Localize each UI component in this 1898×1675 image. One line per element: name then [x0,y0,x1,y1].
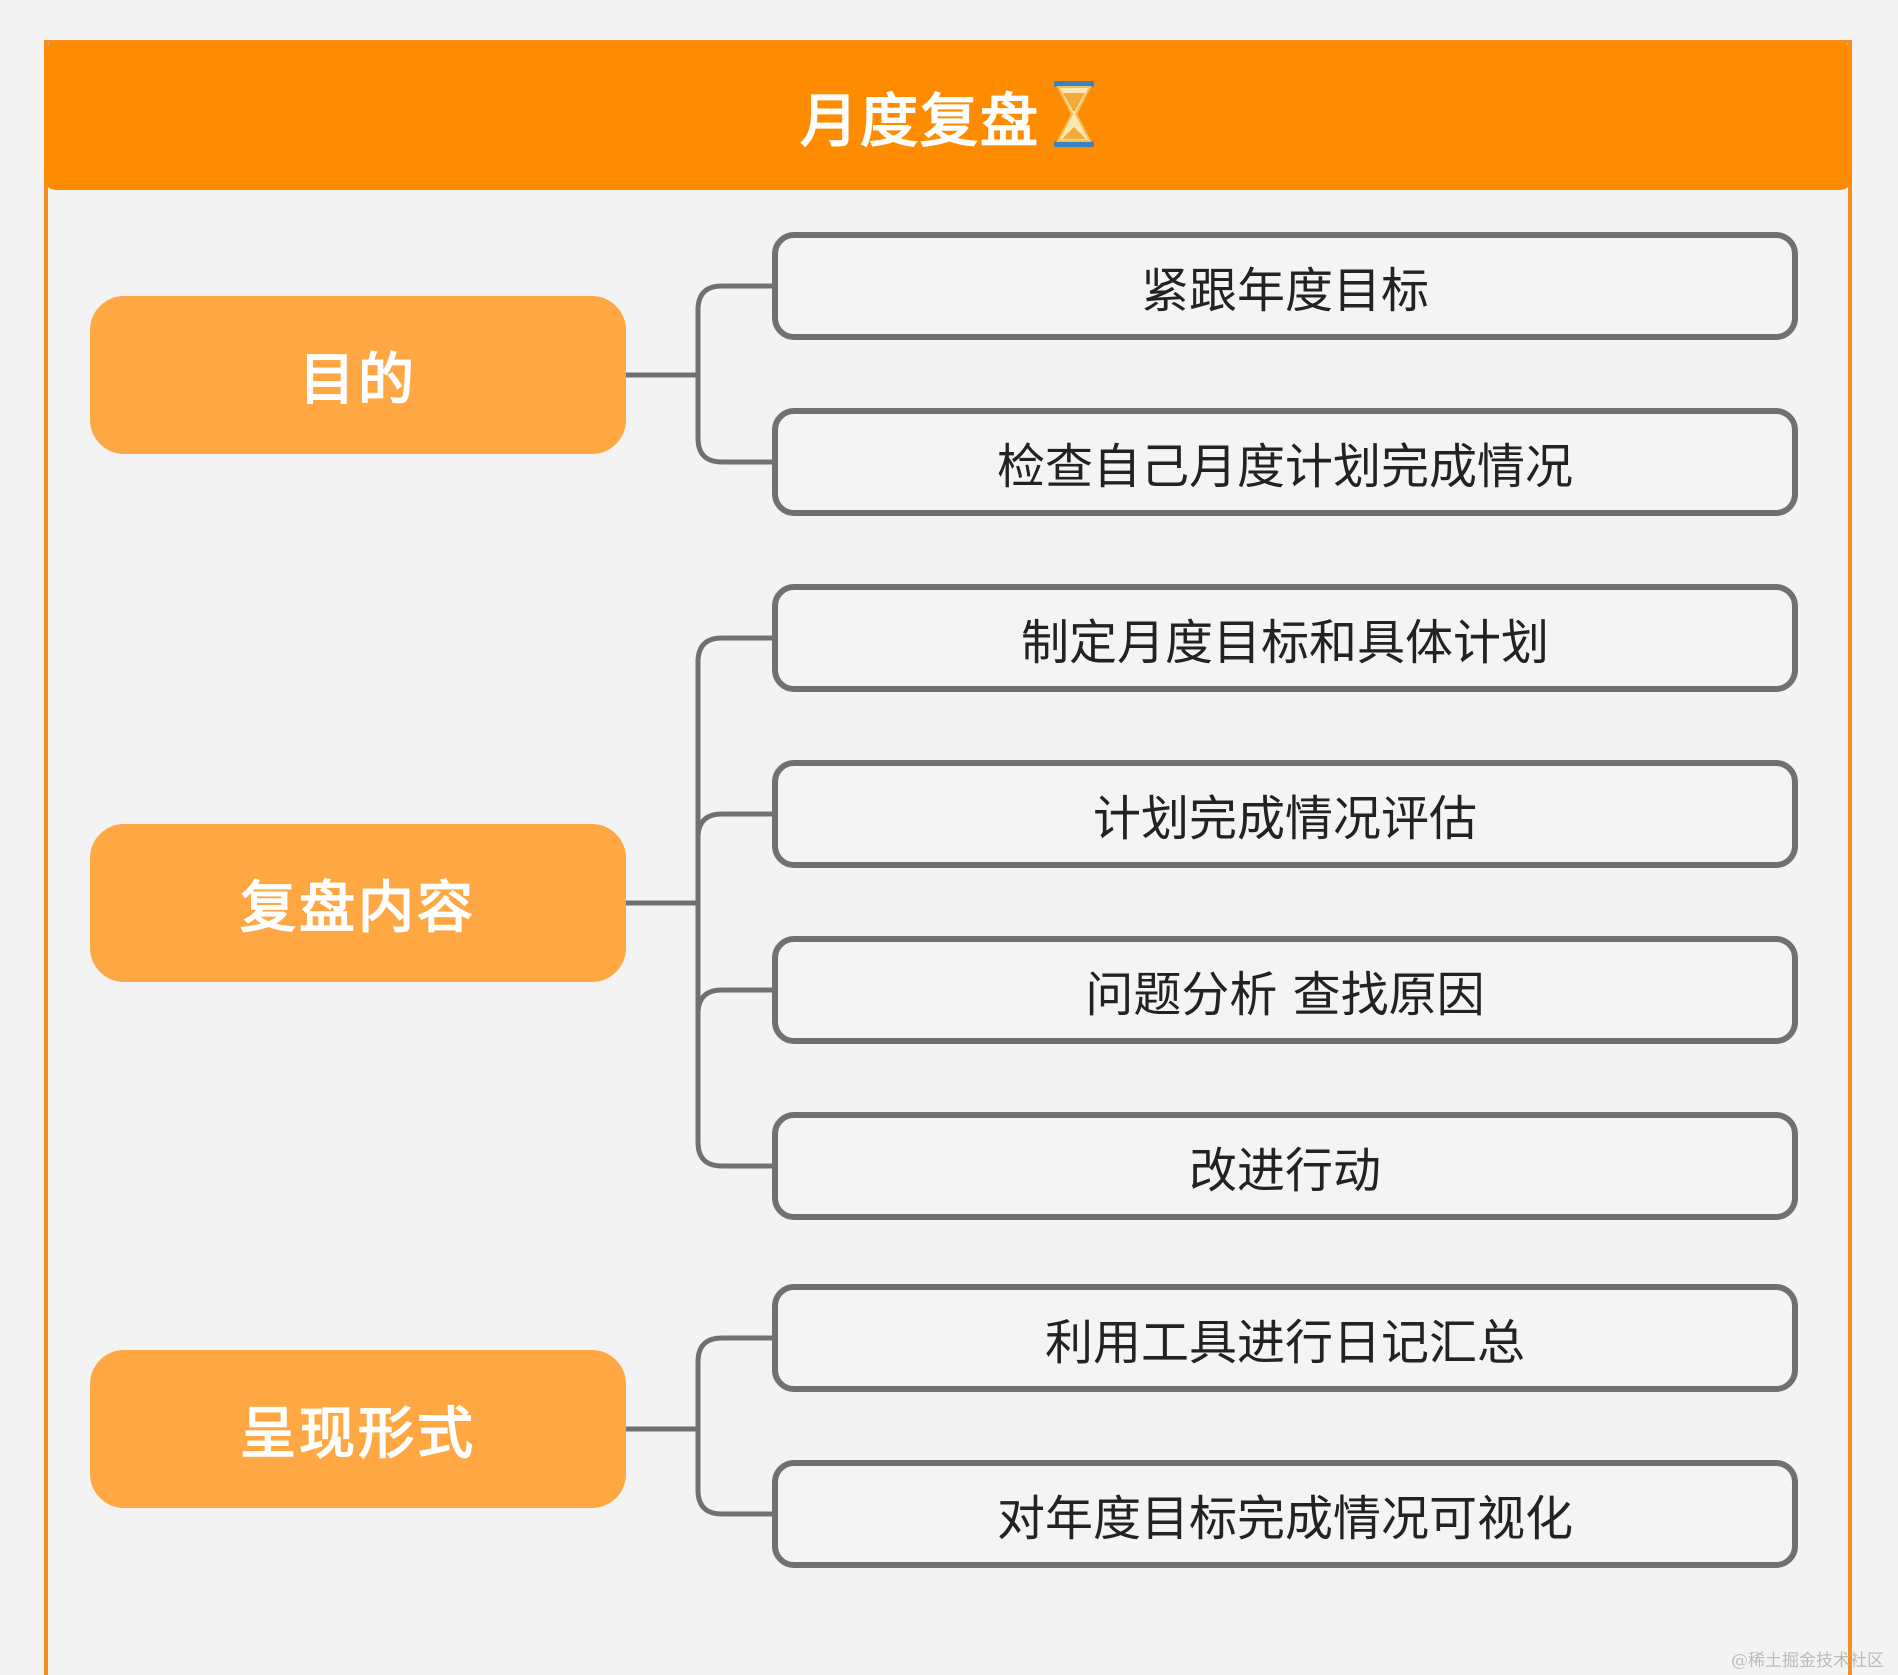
leaf-item: 利用工具进行日记汇总 [772,1284,1798,1392]
leaf-item: 问题分析 查找原因 [772,936,1798,1044]
category-purpose: 目的 [90,296,626,454]
connector-bracket [695,635,772,1169]
leaf-item: 制定月度目标和具体计划 [772,584,1798,692]
leaf-item: 检查自己月度计划完成情况 [772,408,1798,516]
leaf-item: 对年度目标完成情况可视化 [772,1460,1798,1568]
page-title: 月度复盘 [799,87,1040,155]
leaf-item: 改进行动 [772,1112,1798,1220]
title-banner: 月度复盘 [44,42,1852,190]
category-review-content: 复盘内容 [90,824,626,982]
connector-bracket [695,283,772,465]
connector-branch [695,811,772,839]
connector-branch [695,987,772,1015]
leaf-item: 紧跟年度目标 [772,232,1798,340]
leaf-item: 计划完成情况评估 [772,760,1798,868]
category-presentation-form: 呈现形式 [90,1350,626,1508]
connector-bracket [695,1335,772,1517]
watermark: @稀土掘金技术社区 [1731,1651,1884,1671]
hourglass-icon [1052,81,1096,151]
